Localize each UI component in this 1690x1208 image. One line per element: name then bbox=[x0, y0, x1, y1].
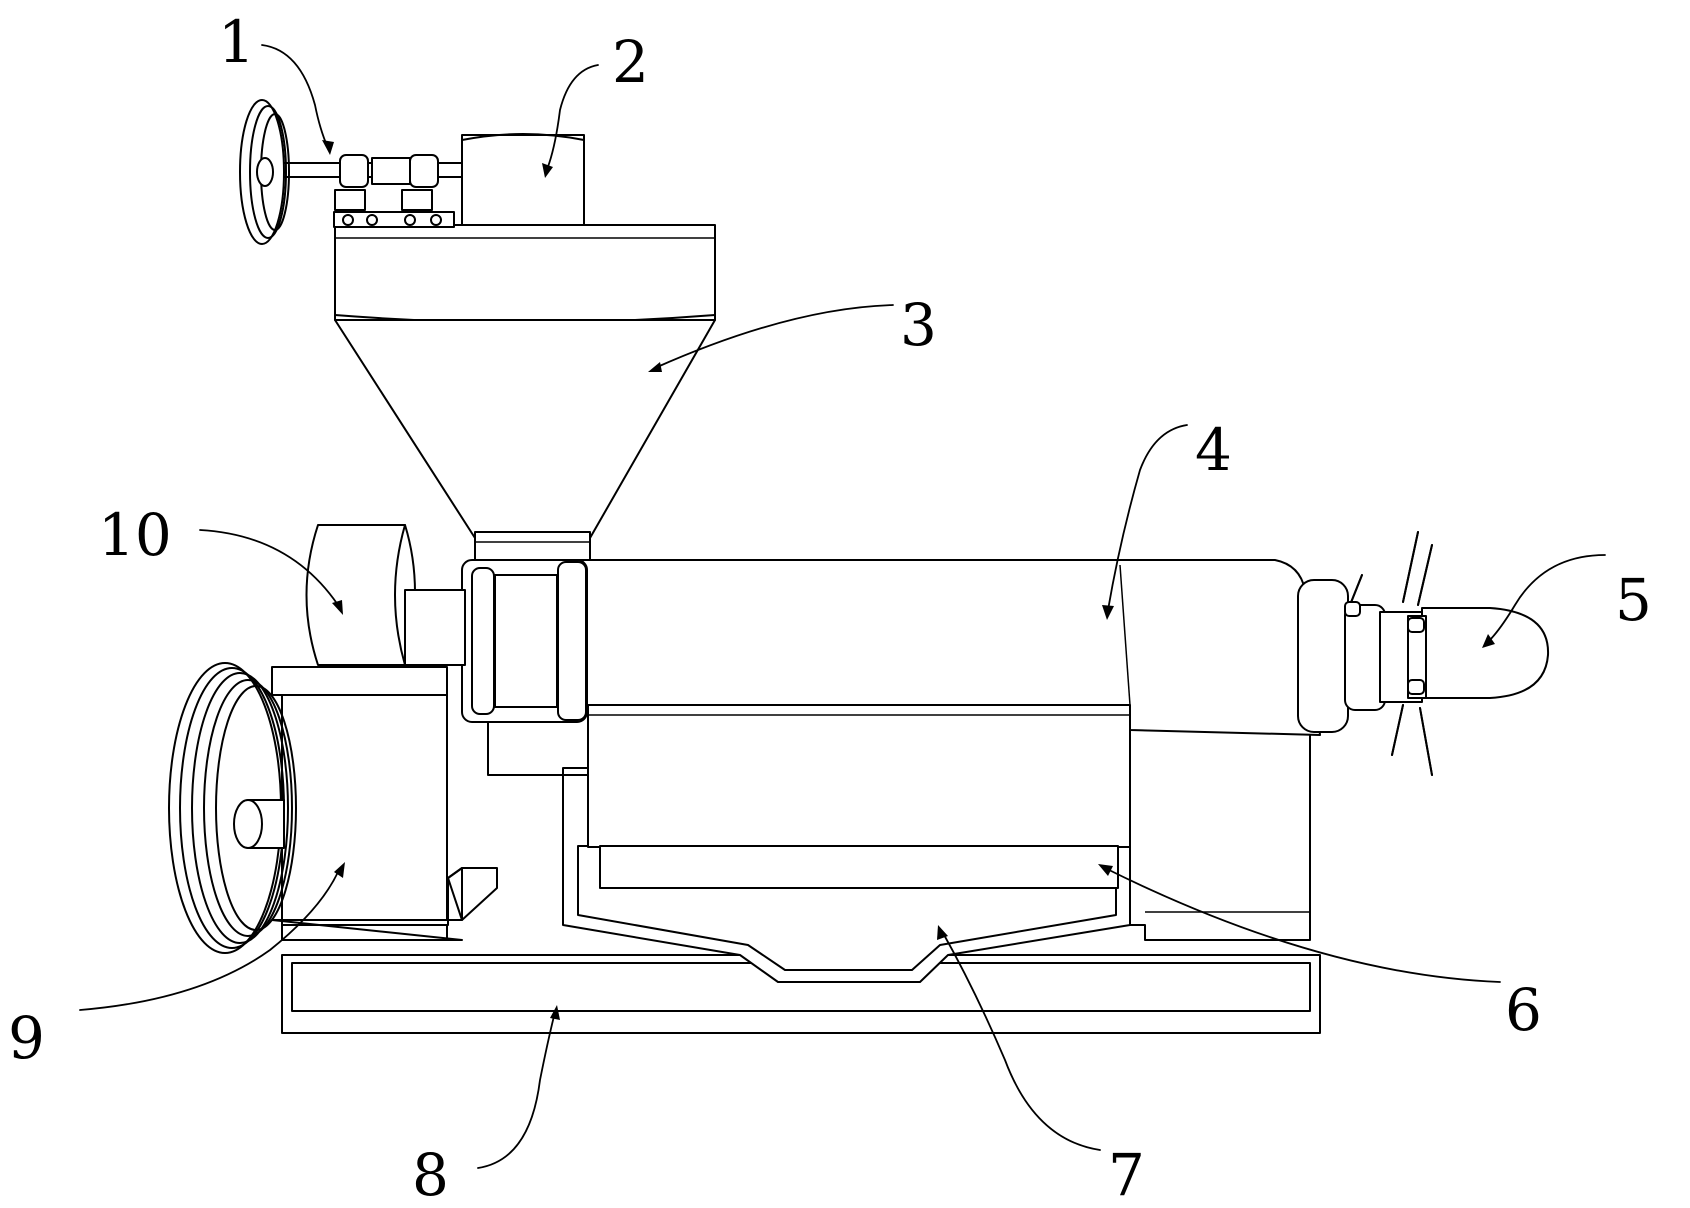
arrow-9 bbox=[334, 862, 345, 878]
arrow-1 bbox=[322, 140, 334, 155]
arrow-10 bbox=[332, 600, 343, 615]
leader-6 bbox=[1104, 867, 1501, 983]
leader-4 bbox=[1107, 424, 1188, 611]
agitator-motor bbox=[333, 133, 585, 228]
callout-2: 2 bbox=[612, 28, 649, 96]
callout-1: 1 bbox=[218, 8, 255, 76]
leader-7 bbox=[942, 932, 1101, 1151]
leader-8 bbox=[477, 1011, 556, 1169]
arrow-6 bbox=[1098, 864, 1113, 876]
leader-lines bbox=[79, 44, 1606, 1169]
feed-hopper bbox=[334, 224, 716, 561]
callout-3: 3 bbox=[900, 291, 937, 359]
arrow-3 bbox=[648, 362, 662, 372]
callout-10: 10 bbox=[98, 501, 172, 569]
callout-7: 7 bbox=[1108, 1141, 1145, 1208]
callout-8: 8 bbox=[412, 1141, 449, 1208]
upper-drum bbox=[305, 524, 466, 666]
callout-6: 6 bbox=[1505, 976, 1542, 1044]
leader-3 bbox=[654, 304, 894, 369]
leader-10 bbox=[199, 529, 339, 606]
outlet-head bbox=[1407, 607, 1550, 699]
arrow-2 bbox=[542, 163, 553, 178]
adjusting-handles bbox=[1344, 531, 1433, 776]
arrow-4 bbox=[1102, 605, 1114, 620]
barrel-collar bbox=[461, 559, 588, 723]
leader-1 bbox=[261, 44, 329, 149]
filter-screen bbox=[587, 704, 1131, 889]
callout-4: 4 bbox=[1195, 416, 1232, 484]
leader-2 bbox=[545, 64, 599, 173]
callout-5: 5 bbox=[1615, 566, 1652, 634]
arrow-8 bbox=[550, 1005, 560, 1020]
callout-9: 9 bbox=[8, 1004, 45, 1072]
barrel-support-right bbox=[1129, 689, 1311, 941]
hand-wheel-assembly bbox=[239, 99, 463, 245]
press-barrel bbox=[581, 559, 1321, 736]
drive-pulley bbox=[168, 662, 297, 954]
barrel-support-left bbox=[487, 721, 589, 776]
leader-5 bbox=[1487, 554, 1606, 643]
callout-labels: 1 2 3 4 5 6 7 8 9 10 bbox=[8, 8, 1652, 1208]
leader-9 bbox=[79, 871, 339, 1011]
gearbox bbox=[271, 666, 498, 941]
discharge-collar bbox=[1297, 579, 1423, 733]
arrow-7 bbox=[937, 925, 948, 940]
arrow-5 bbox=[1482, 634, 1495, 648]
